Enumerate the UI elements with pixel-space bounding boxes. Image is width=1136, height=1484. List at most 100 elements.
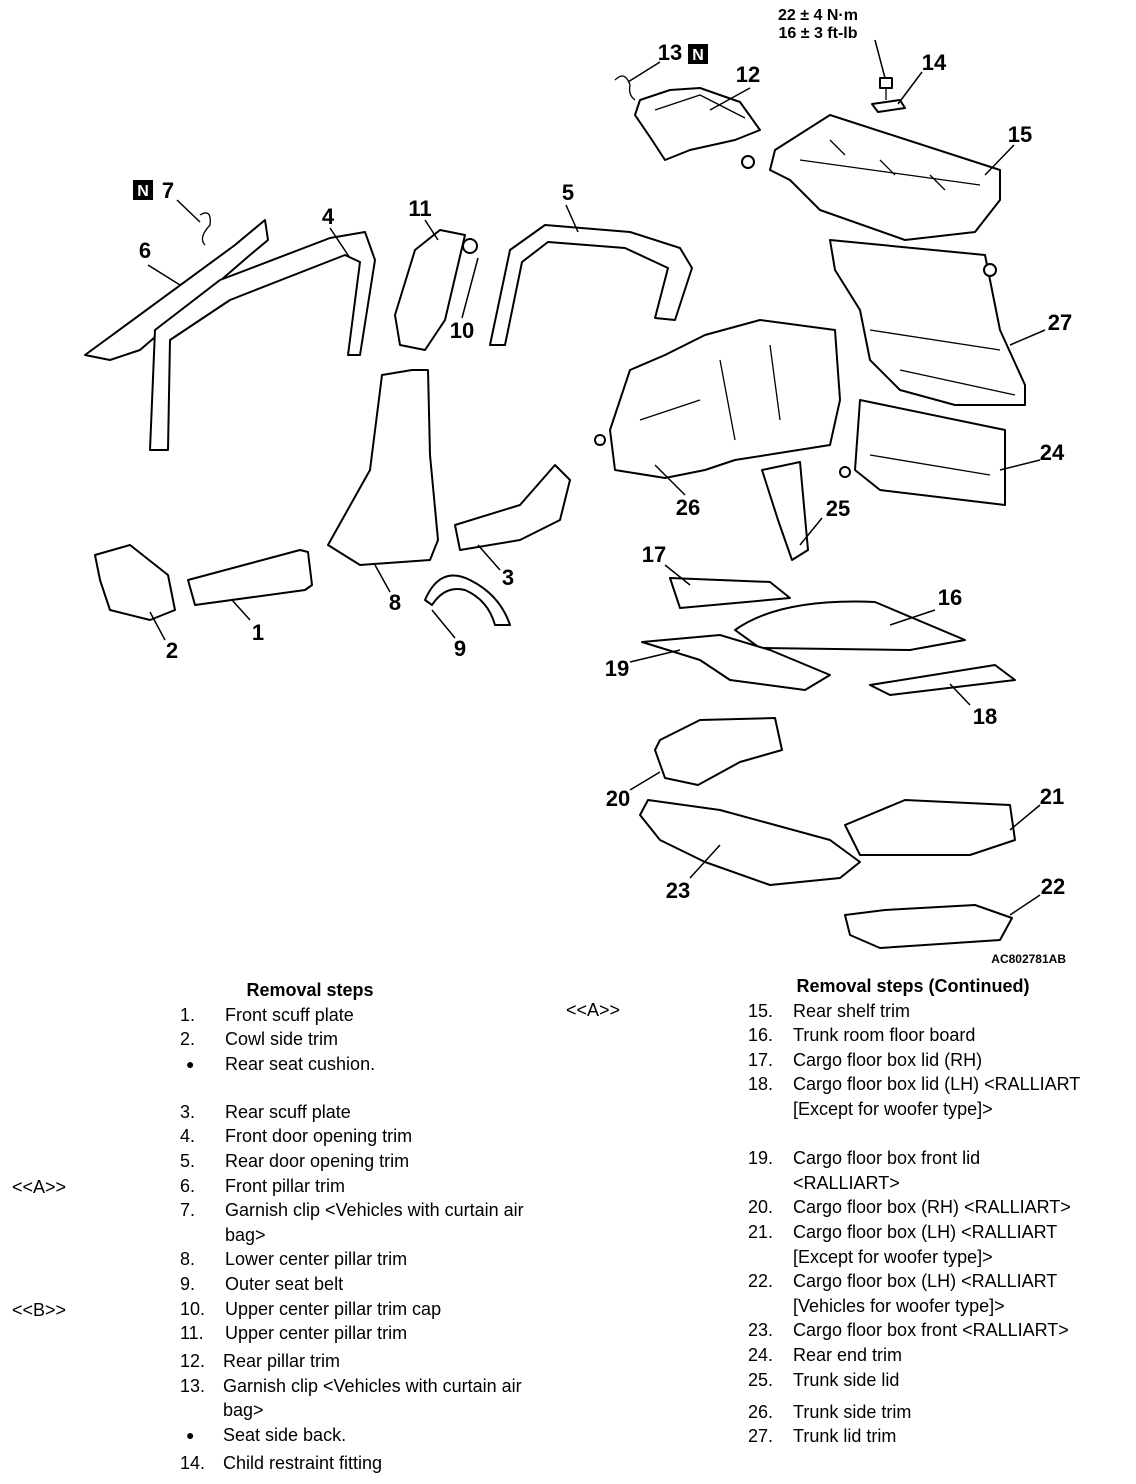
callout-20: 20	[606, 786, 630, 811]
step-number: 2.	[180, 1029, 196, 1050]
step-row: 25. Trunk side lid	[748, 1368, 1128, 1400]
step-row: 1. Front scuff plate	[180, 1003, 550, 1028]
step-number: 20.	[748, 1197, 774, 1218]
step-text: Rear door opening trim	[225, 1150, 410, 1171]
rear-end-trim-part	[839, 399, 1006, 506]
callout-12: 12	[736, 62, 760, 87]
step-number: 9.	[180, 1273, 196, 1294]
step-text: Lower center pillar trim	[225, 1249, 408, 1270]
step-text: Cargo floor box (LH) <RALLIART [Vehicles…	[793, 1271, 1057, 1316]
step-text: Front scuff plate	[225, 1004, 354, 1025]
garnish-clip-7-part	[199, 212, 211, 246]
removal-steps-continued-heading: Removal steps (Continued)	[796, 976, 1030, 996]
step-number: 8.	[180, 1249, 196, 1270]
bullet-icon: ●	[186, 1426, 195, 1443]
callout-3: 3	[502, 565, 514, 590]
step-row: 23. Cargo floor box front <RALLIART>	[748, 1318, 1128, 1343]
cowl-side-trim-part	[94, 544, 176, 621]
step-row: 13. Garnish clip <Vehicles with curtain …	[180, 1374, 550, 1423]
procedure-tag-b-left: <<B>>	[12, 1300, 67, 1320]
step-text: Rear scuff plate	[225, 1101, 351, 1122]
outer-seat-belt-part	[424, 574, 511, 626]
callout-26: 26	[676, 495, 700, 520]
cargo-floor-box-front-part	[639, 799, 861, 886]
step-number: 25.	[748, 1369, 774, 1390]
callout-4: 4	[322, 204, 335, 229]
callout-16: 16	[938, 585, 962, 610]
upper-center-pillar-trim-part	[394, 229, 466, 351]
callout-1: 1	[252, 620, 264, 645]
step-text: Cargo floor box (LH) <RALLIART [Except f…	[793, 1221, 1057, 1267]
callout-13: 13	[658, 40, 682, 65]
step-row: 5. Rear door opening trim	[180, 1149, 550, 1174]
step-row: 8. Lower center pillar trim	[180, 1247, 550, 1272]
step-text: Trunk lid trim	[793, 1426, 897, 1447]
callout-11: 11	[408, 196, 431, 221]
step-number: 13.	[180, 1375, 206, 1396]
step-row: 18. Cargo floor box lid (LH) <RALLIART […	[748, 1072, 1128, 1146]
callout-24: 24	[1040, 440, 1065, 465]
step-number: 1.	[180, 1004, 196, 1025]
step-row: 15. Rear shelf trim	[748, 999, 1128, 1024]
callout-15: 15	[1008, 122, 1032, 147]
step-text: Upper center pillar trim	[225, 1323, 408, 1344]
exploded-parts-diagram: 22 ± 4 N·m 16 ± 3 ft-lb	[84, 7, 1072, 966]
step-row: 26. Trunk side trim	[748, 1400, 1128, 1425]
step-text: Child restraint fitting	[223, 1452, 383, 1473]
step-number: 3.	[180, 1101, 196, 1122]
callout-25: 25	[826, 496, 850, 521]
removal-steps-right: Removal steps (Continued) 15. Rear shelf…	[748, 974, 1128, 1449]
step-number: 14.	[180, 1452, 206, 1473]
callout-23: 23	[666, 878, 690, 903]
step-number: 22.	[748, 1271, 774, 1292]
rear-scuff-plate-part	[454, 464, 571, 551]
removal-steps-left: Removal steps 1. Front scuff plate 2. Co…	[180, 978, 550, 1476]
cargo-floor-box-rh-part	[654, 717, 783, 786]
step-row: 2. Cowl side trim	[180, 1027, 550, 1052]
bullet-icon: ●	[186, 1055, 195, 1072]
garnish-clip-13-part	[614, 75, 636, 101]
leader-lines	[147, 61, 1046, 916]
cargo-floor-box-lh-woofer-part	[844, 904, 1013, 949]
step-number: 19.	[748, 1148, 774, 1169]
callout-6: 6	[139, 238, 151, 263]
front-pillar-trim-part	[84, 219, 269, 361]
step-text: Front door opening trim	[225, 1126, 413, 1147]
step-row: 16. Trunk room floor board	[748, 1023, 1128, 1048]
cargo-floor-box-lh-part	[844, 799, 1016, 856]
step-text: Outer seat belt	[225, 1273, 344, 1294]
cargo-floor-box-lid-rh-part	[669, 577, 791, 609]
step-number: 16.	[748, 1025, 774, 1046]
step-row: 9. Outer seat belt	[180, 1272, 550, 1297]
svg-text:N: N	[692, 47, 704, 64]
rear-pillar-trim-part	[634, 87, 761, 161]
cargo-floor-box-front-lid-part	[641, 634, 831, 691]
step-row: 20. Cargo floor box (RH) <RALLIART>	[748, 1195, 1128, 1220]
rear-door-opening-trim-part	[489, 224, 693, 346]
step-row: 6. Front pillar trim	[180, 1174, 550, 1199]
callout-21: 21	[1040, 784, 1064, 809]
step-row: 14. Child restraint fitting	[180, 1451, 550, 1476]
step-row: 12. Rear pillar trim	[180, 1349, 550, 1374]
trunk-lid-trim-part	[829, 239, 1026, 406]
torque-spec-metric: 22 ± 4 N·m	[778, 7, 858, 24]
procedure-tag-a-left: <<A>>	[12, 1177, 67, 1197]
step-row: 11. Upper center pillar trim	[180, 1321, 550, 1349]
step-row: 21. Cargo floor box (LH) <RALLIART [Exce…	[748, 1220, 1128, 1269]
step-text: Trunk side lid	[793, 1369, 900, 1390]
trunk-room-floor-board-part	[734, 600, 966, 651]
step-text: Front pillar trim	[225, 1175, 346, 1196]
step-text: Rear seat cushion.	[225, 1053, 376, 1074]
step-number: 6.	[180, 1175, 196, 1196]
step-number: 12.	[180, 1351, 206, 1372]
figure-id: AC802781AB	[991, 952, 1066, 966]
new-part-marker-7: N	[133, 180, 153, 200]
step-number: 24.	[748, 1344, 774, 1365]
new-part-marker-13: N	[688, 44, 708, 64]
step-row: 19. Cargo floor box front lid <RALLIART>	[748, 1146, 1128, 1195]
step-text: Trunk room floor board	[793, 1025, 976, 1046]
step-number: 18.	[748, 1074, 774, 1095]
step-row: ● Seat side back.	[180, 1423, 550, 1451]
step-text: Cargo floor box front <RALLIART>	[793, 1320, 1069, 1341]
step-text: Trunk side trim	[793, 1401, 912, 1422]
